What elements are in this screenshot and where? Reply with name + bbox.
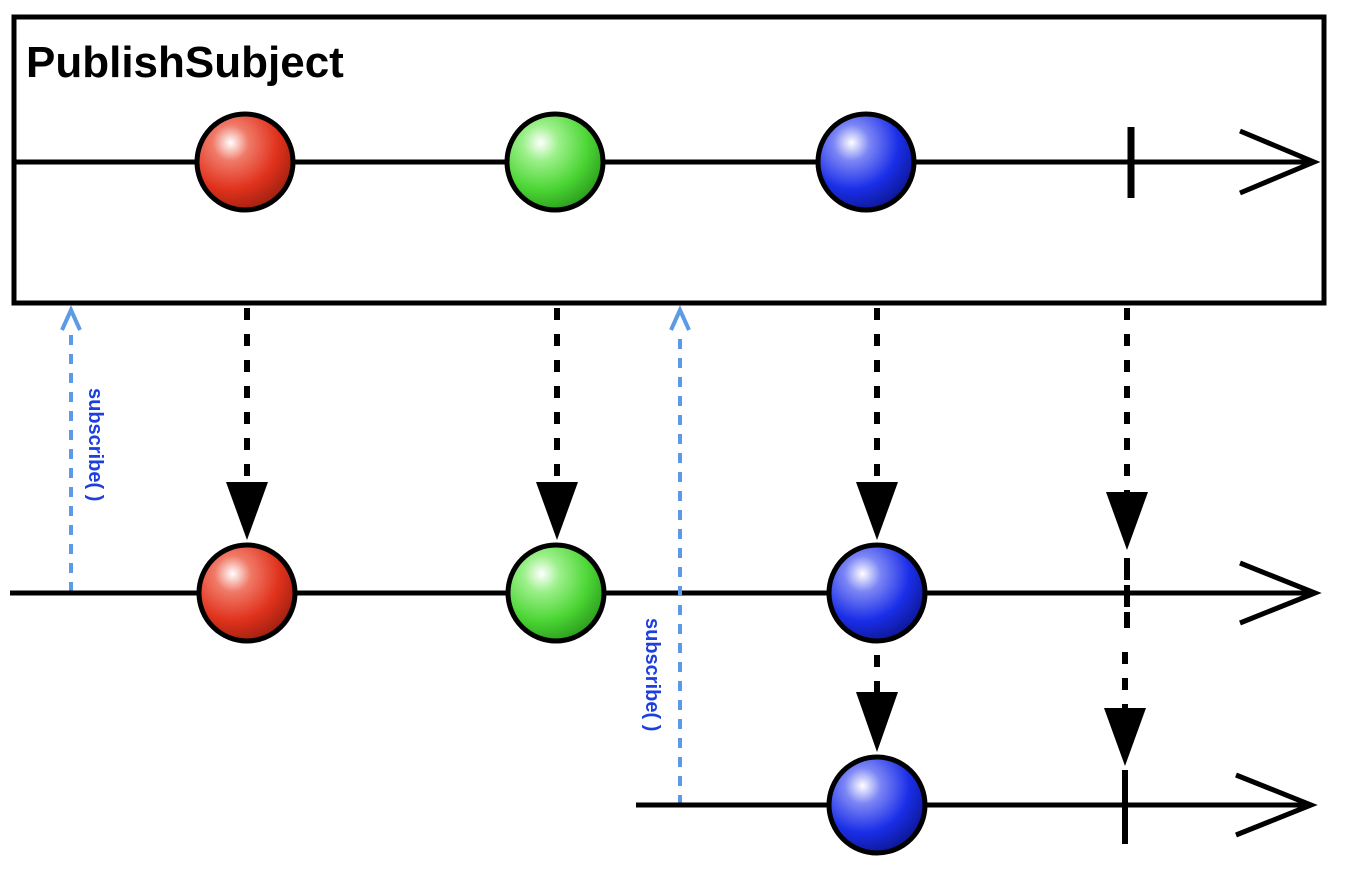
- second-subscribe-arrowhead: [669, 305, 691, 331]
- source-red-marble: [194, 111, 296, 213]
- source-blue-marble: [815, 111, 917, 213]
- first-subscriber-red-marble: [196, 542, 298, 644]
- completion-emission-arrowhead: [1106, 492, 1148, 550]
- diagram-title: PublishSubject: [26, 38, 344, 87]
- red-emission-arrowhead: [226, 482, 268, 540]
- green-emission-arrowhead: [536, 482, 578, 540]
- first-subscribe-arrow: subscribe( ): [60, 305, 106, 592]
- second-subscribe-label: subscribe( ): [641, 618, 663, 731]
- first-subscriber-arrowhead: [1239, 560, 1322, 626]
- second-completion-emission-arrowhead: [1104, 708, 1146, 766]
- first-subscriber-green-marble: [505, 542, 607, 644]
- second-subscribe-arrow: subscribe( ): [641, 305, 691, 805]
- source-timeline-arrowhead: [1239, 128, 1321, 196]
- second-blue-emission-arrowhead: [856, 692, 898, 752]
- emission-arrows-first: [226, 308, 1148, 550]
- blue-emission-arrowhead: [856, 482, 898, 540]
- first-subscribe-label: subscribe( ): [84, 388, 106, 501]
- first-subscriber-timeline: [10, 542, 1322, 644]
- emission-arrows-second: [856, 652, 1146, 766]
- first-subscribe-arrowhead: [60, 305, 82, 331]
- second-subscriber-timeline: [636, 754, 1318, 856]
- second-subscriber-arrowhead: [1235, 772, 1318, 838]
- source-green-marble: [504, 111, 606, 213]
- second-subscriber-blue-marble: [826, 754, 928, 856]
- first-subscriber-blue-marble: [826, 542, 928, 644]
- source-timeline: [14, 111, 1321, 213]
